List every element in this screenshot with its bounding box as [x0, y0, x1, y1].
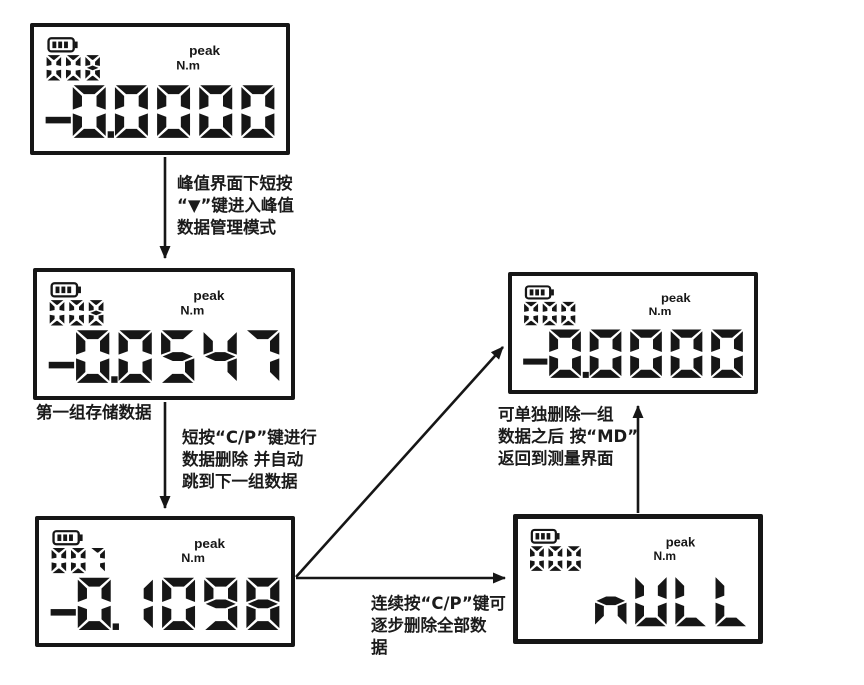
lcd-screen: peak N.m	[45, 37, 275, 138]
lcd-value	[45, 85, 275, 138]
annotation-single-delete-return: 可单独删除一组 数据之后 按“MD” 返回到测量界面	[498, 405, 639, 468]
memory-counter	[524, 301, 576, 326]
unit-label: N.m	[180, 303, 204, 317]
peak-label: peak	[189, 43, 221, 58]
lcd-screen: peak N.m	[530, 528, 746, 627]
lcd-value	[50, 577, 280, 630]
lcd-panel-null: peak N.m	[513, 514, 763, 644]
lcd-panel-group1: peak N.m	[33, 268, 295, 400]
lcd-value	[48, 330, 280, 383]
lcd-value	[595, 577, 746, 627]
battery-icon	[47, 37, 78, 53]
memory-counter	[51, 547, 105, 574]
lcd-screen: peak N.m	[48, 282, 280, 383]
annotation-first-group: 第一组存储数据	[36, 403, 152, 422]
arrow-group2-to-return	[295, 346, 504, 578]
battery-icon	[524, 285, 554, 300]
battery-icon	[530, 528, 560, 544]
unit-label: N.m	[653, 549, 676, 563]
lcd-screen: peak N.m	[523, 285, 743, 378]
battery-icon	[52, 530, 83, 546]
unit-label: N.m	[181, 551, 205, 565]
peak-label: peak	[194, 536, 226, 551]
unit-label: N.m	[649, 305, 672, 318]
unit-label: N.m	[176, 58, 200, 72]
annotation-enter-peak-mode: 峰值界面下短按 “▼”键进入峰值 数据管理模式	[177, 174, 294, 237]
lcd-panel-measure: peak N.m	[30, 23, 290, 155]
lcd-panel-group2: peak N.m	[35, 516, 295, 647]
memory-counter	[46, 55, 100, 81]
peak-label: peak	[193, 288, 225, 303]
peak-label: peak	[661, 291, 691, 304]
battery-icon	[50, 282, 81, 298]
lcd-panel-return-measure: peak N.m	[508, 272, 758, 394]
memory-counter	[530, 546, 581, 571]
lcd-value	[523, 329, 743, 378]
memory-counter	[49, 300, 104, 326]
annotation-delete-jump: 短按“C/P”键进行 数据删除 并自动 跳到下一组数据	[182, 428, 317, 491]
lcd-screen: peak N.m	[50, 530, 280, 630]
peak-label: peak	[666, 534, 696, 549]
annotation-continuous-delete: 连续按“C/P”键可 逐步删除全部数 据	[371, 594, 506, 657]
